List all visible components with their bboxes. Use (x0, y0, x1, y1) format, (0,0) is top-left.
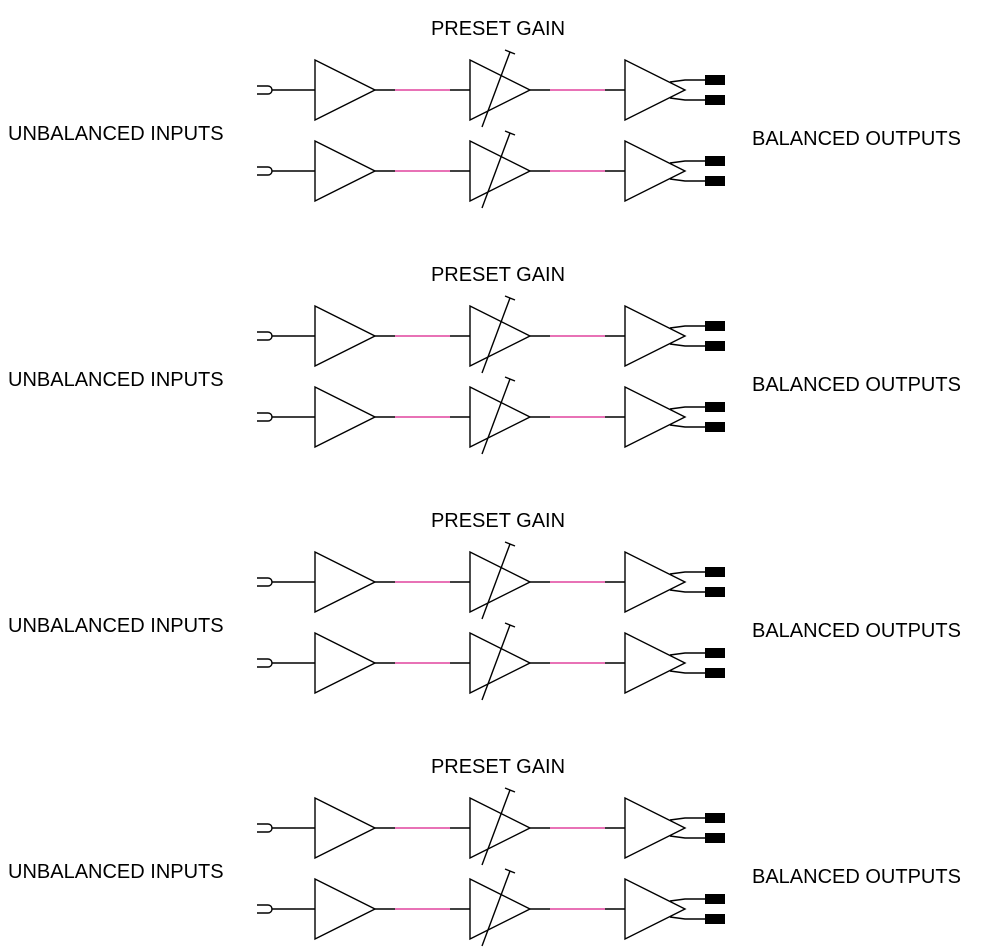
balanced-driver-amplifier-icon (624, 796, 705, 860)
preset-gain-label: PRESET GAIN (431, 510, 565, 532)
output-terminal-icon (705, 813, 725, 823)
output-terminal-icon (705, 668, 725, 678)
balanced-driver-amplifier-icon (624, 877, 705, 941)
amp-block: PRESET GAIN UNBALANCED INPUTS BALANCED OUT… (8, 510, 961, 701)
channel-chain (257, 541, 725, 620)
input-jack-icon (257, 331, 273, 341)
output-terminal-icon (705, 75, 725, 85)
balanced-driver-amplifier-icon (624, 304, 705, 368)
output-terminal-icon (705, 648, 725, 658)
balanced-outputs-label: BALANCED OUTPUTS (752, 866, 961, 888)
amplifier-icon (314, 796, 377, 860)
amplifier-icon (314, 58, 377, 122)
amplifier-icon (314, 550, 377, 614)
balanced-outputs-label: BALANCED OUTPUTS (752, 374, 961, 396)
amp-block: PRESET GAIN UNBALANCED INPUTS BALANCED OUT… (8, 18, 961, 209)
balanced-driver-amplifier-icon (624, 139, 705, 203)
channel-chain (257, 376, 725, 455)
amplifier-icon (314, 631, 377, 695)
output-terminal-icon (705, 95, 725, 105)
input-jack-icon (257, 166, 273, 176)
input-jack-icon (257, 412, 273, 422)
balanced-driver-amplifier-icon (624, 631, 705, 695)
amplifier-icon (314, 385, 377, 449)
balanced-driver-amplifier-icon (624, 58, 705, 122)
amp-block: PRESET GAIN UNBALANCED INPUTS BALANCED OUT… (8, 756, 961, 947)
channel-chain (257, 868, 725, 947)
output-terminal-icon (705, 321, 725, 331)
input-jack-icon (257, 577, 273, 587)
variable-gain-amplifier-icon (469, 622, 532, 701)
variable-gain-amplifier-icon (469, 49, 532, 128)
channel-chain (257, 130, 725, 209)
input-jack-icon (257, 823, 273, 833)
input-jack-icon (257, 658, 273, 668)
output-terminal-icon (705, 914, 725, 924)
preset-gain-label: PRESET GAIN (431, 18, 565, 40)
output-terminal-icon (705, 587, 725, 597)
balanced-driver-amplifier-icon (624, 550, 705, 614)
output-terminal-icon (705, 176, 725, 186)
variable-gain-amplifier-icon (469, 376, 532, 455)
channel-chain (257, 49, 725, 128)
variable-gain-amplifier-icon (469, 130, 532, 209)
output-terminal-icon (705, 422, 725, 432)
amp-block: PRESET GAIN UNBALANCED INPUTS BALANCED OUT… (8, 264, 961, 455)
output-terminal-icon (705, 833, 725, 843)
balanced-driver-amplifier-icon (624, 385, 705, 449)
variable-gain-amplifier-icon (469, 868, 532, 947)
variable-gain-amplifier-icon (469, 541, 532, 620)
variable-gain-amplifier-icon (469, 787, 532, 866)
amplifier-icon (314, 877, 377, 941)
output-terminal-icon (705, 567, 725, 577)
unbalanced-inputs-label: UNBALANCED INPUTS (8, 123, 224, 145)
balanced-outputs-label: BALANCED OUTPUTS (752, 128, 961, 150)
variable-gain-amplifier-icon (469, 295, 532, 374)
channel-chain (257, 295, 725, 374)
unbalanced-inputs-label: UNBALANCED INPUTS (8, 615, 224, 637)
output-terminal-icon (705, 341, 725, 351)
input-jack-icon (257, 904, 273, 914)
amplifier-icon (314, 304, 377, 368)
input-jack-icon (257, 85, 273, 95)
output-terminal-icon (705, 156, 725, 166)
output-terminal-icon (705, 402, 725, 412)
balanced-outputs-label: BALANCED OUTPUTS (752, 620, 961, 642)
output-terminal-icon (705, 894, 725, 904)
amplifier-icon (314, 139, 377, 203)
unbalanced-inputs-label: UNBALANCED INPUTS (8, 861, 224, 883)
channel-chain (257, 787, 725, 866)
unbalanced-inputs-label: UNBALANCED INPUTS (8, 369, 224, 391)
preset-gain-label: PRESET GAIN (431, 264, 565, 286)
preset-gain-label: PRESET GAIN (431, 756, 565, 778)
channel-chain (257, 622, 725, 701)
